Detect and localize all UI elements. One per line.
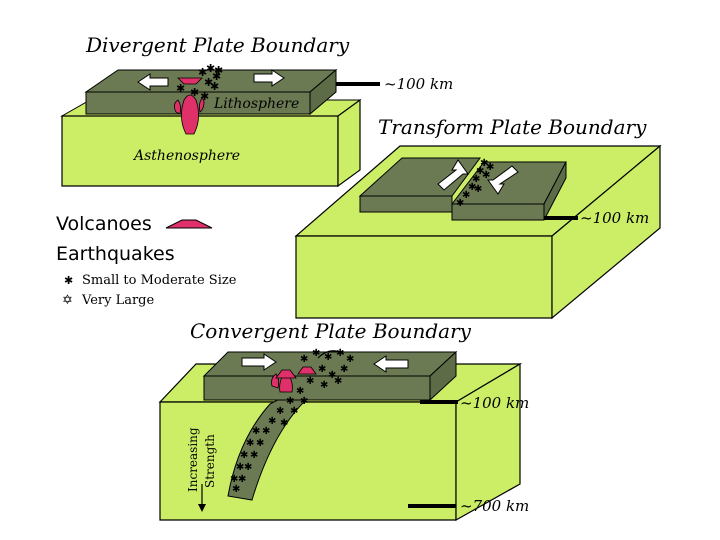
convergent-arc [317, 350, 345, 359]
strength-label-line1: Increasing [186, 427, 200, 492]
svg-text:✱: ✱ [468, 182, 476, 193]
convergent-depth-700-label: ~700 km [460, 497, 529, 515]
svg-text:✱: ✱ [200, 90, 209, 103]
divergent-plate-side [309, 68, 337, 116]
svg-text:✱: ✱ [462, 190, 470, 201]
svg-text:✱: ✱ [306, 376, 314, 387]
divergent-arrow-right [253, 69, 285, 87]
svg-text:✱: ✱ [334, 376, 342, 387]
divergent-mantle-side [337, 98, 361, 188]
svg-text:✱: ✱ [480, 158, 488, 169]
svg-text:✱: ✱ [212, 70, 221, 83]
svg-text:✱: ✱ [238, 474, 246, 485]
divergent-magma [181, 94, 199, 135]
convergent-volcano [297, 366, 317, 375]
svg-text:✱: ✱ [206, 62, 215, 75]
svg-text:✱: ✱ [190, 86, 199, 99]
svg-text:✱: ✱ [474, 184, 482, 195]
convergent-depth-100-label: ~100 km [460, 394, 529, 412]
convergent-arrow-left [373, 355, 409, 373]
svg-text:✱: ✱ [346, 354, 354, 365]
convergent-earthquakes: ✱✱✱✱ ✱✱✱✱ ✱✱✱✱ ✱✱✱✱ ✱✱✱ ✱✱✱✱ ✱✱✱✱ ✱✱ [230, 348, 354, 495]
svg-text:✱: ✱ [486, 162, 494, 173]
divergent-magma-drip [174, 99, 182, 115]
svg-text:✱: ✱ [230, 474, 238, 485]
lithosphere-label: Lithosphere [213, 96, 299, 112]
svg-text:✱: ✱ [276, 406, 284, 417]
legend-large-star-icon: ✡ [62, 293, 73, 308]
svg-text:✱: ✱ [472, 174, 480, 185]
legend-small-star-icon: ✱ [64, 274, 73, 287]
divergent-earthquakes: ✱✱✱ ✱✱✱ ✱✱✱ [176, 62, 223, 103]
convergent-plate-front [203, 375, 431, 401]
svg-text:✱: ✱ [456, 198, 464, 209]
svg-text:✱: ✱ [476, 166, 484, 177]
divergent-depth-label: ~100 km [384, 75, 453, 93]
transform-plate-right-side [543, 161, 567, 221]
transform-mantle-side [551, 144, 661, 320]
svg-text:✱: ✱ [236, 462, 244, 473]
strength-label-line2: Strength [203, 434, 217, 488]
svg-text:✱: ✱ [318, 364, 326, 375]
svg-text:✱: ✱ [210, 80, 219, 93]
svg-text:✱: ✱ [320, 380, 328, 391]
transform-earthquakes: ✱✱✱ ✱✱✱ ✱✱✱ [456, 158, 494, 209]
svg-text:✱: ✱ [280, 418, 288, 429]
legend: Volcanoes Earthquakes ✱ Small to Moderat… [56, 213, 237, 308]
svg-text:✱: ✱ [300, 354, 308, 365]
convergent-mantle-side [455, 362, 521, 522]
convergent-block: ✱✱✱✱ ✱✱✱✱ ✱✱✱✱ ✱✱✱✱ ✱✱✱ ✱✱✱✱ ✱✱✱✱ ✱✱ ~10… [158, 319, 529, 522]
svg-text:✱: ✱ [340, 364, 348, 375]
legend-earthquakes-label: Earthquakes [56, 243, 175, 265]
svg-text:✱: ✱ [336, 348, 344, 359]
svg-text:✱: ✱ [268, 416, 276, 427]
transform-depth-label: ~100 km [580, 209, 649, 227]
transform-plate-right-front [451, 203, 545, 221]
divergent-title: Divergent Plate Boundary [85, 33, 350, 57]
convergent-arrow-right [241, 353, 277, 371]
svg-text:✱: ✱ [240, 450, 248, 461]
legend-volcano-icon [165, 219, 213, 229]
divergent-volcano [177, 77, 203, 85]
svg-text:✱: ✱ [176, 82, 185, 95]
asthenosphere-label: Asthenosphere [132, 148, 240, 164]
divergent-magma-drip [198, 97, 205, 113]
transform-mantle-front [295, 235, 553, 319]
svg-text:✱: ✱ [252, 426, 260, 437]
legend-volcanoes-label: Volcanoes [56, 213, 152, 235]
svg-text:✱: ✱ [256, 438, 264, 449]
svg-text:✱: ✱ [246, 438, 254, 449]
transform-arrow-up [437, 159, 469, 191]
legend-large-label: Very Large [81, 293, 154, 308]
legend-small-label: Small to Moderate Size [82, 273, 237, 288]
convergent-plate-side [429, 350, 457, 402]
svg-text:✱: ✱ [300, 396, 308, 407]
svg-text:✱: ✱ [262, 426, 270, 437]
transform-block: ✱✱✱ ✱✱✱ ✱✱✱ ~100 km Transform Plate Boun… [294, 115, 662, 320]
svg-text:✱: ✱ [296, 386, 304, 397]
svg-text:✱: ✱ [244, 462, 252, 473]
svg-text:✱: ✱ [214, 64, 223, 77]
svg-text:✱: ✱ [328, 370, 336, 381]
strength-arrow-head [198, 504, 206, 512]
svg-text:✱: ✱ [286, 396, 294, 407]
transform-title: Transform Plate Boundary [378, 115, 647, 139]
svg-text:✱: ✱ [250, 450, 258, 461]
svg-text:✱: ✱ [482, 170, 490, 181]
divergent-arrow-left [137, 73, 169, 91]
svg-text:✱: ✱ [290, 406, 298, 417]
transform-arrow-down [487, 165, 519, 195]
transform-plate-left-front [359, 195, 453, 213]
convergent-volcano [275, 369, 297, 379]
svg-text:✱: ✱ [312, 348, 320, 359]
svg-text:✱: ✱ [204, 76, 213, 89]
svg-text:✱: ✱ [232, 484, 240, 495]
divergent-block: ✱✱✱ ✱✱✱ ✱✱✱ ~100 km Lithosphere Asthenos… [60, 33, 453, 188]
svg-text:✱: ✱ [324, 352, 332, 363]
convergent-title: Convergent Plate Boundary [190, 319, 472, 343]
svg-text:✱: ✱ [198, 66, 207, 79]
